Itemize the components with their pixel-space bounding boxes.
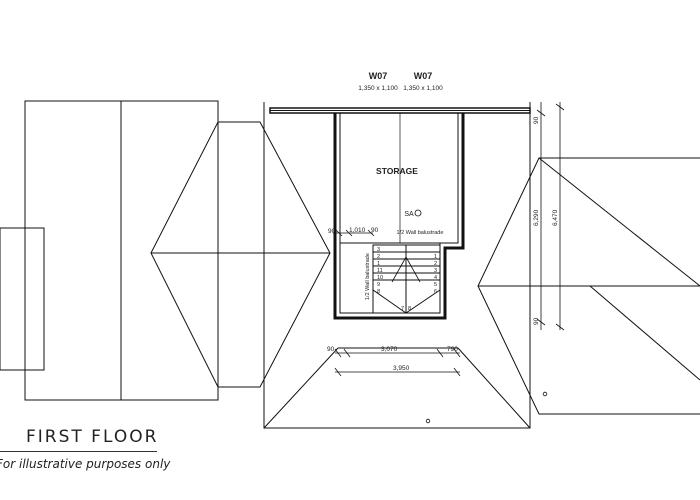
- dim-1010: 1,010: [349, 227, 366, 234]
- floor-title: FIRST FLOOR: [26, 427, 159, 447]
- stair-tread-numbers: 3 2 1 11 10 9 8 1 2 3 4 5 6 7 8: [377, 247, 437, 312]
- downpipe-symbol: [425, 418, 431, 424]
- central-roof-outline: [263, 102, 531, 429]
- dim-right-90-top: 90: [371, 227, 379, 234]
- tread-left-6: 9: [377, 282, 380, 288]
- tread-left-4: 11: [377, 268, 383, 274]
- tread-bottom-1: 7: [401, 306, 404, 312]
- tread-right-3: 3: [434, 268, 437, 274]
- tread-right-4: 4: [434, 275, 437, 281]
- storage-wall-outer: [333, 113, 465, 320]
- hip-line-left: [263, 347, 339, 429]
- hip-roof-right-valley: [538, 157, 700, 287]
- window-code-1: W07: [369, 71, 388, 81]
- dim-left-90-top: 90: [328, 228, 336, 235]
- dim-right-bottom-90: 90: [533, 317, 540, 325]
- stair-direction-arrow: [391, 256, 421, 283]
- half-wall-label-vertical: 1/2 Wall balustrade: [365, 253, 371, 300]
- tread-right-1: 1: [434, 254, 437, 260]
- tread-left-7: 8: [377, 289, 380, 295]
- illustrative-note: For illustrative purposes only: [0, 457, 171, 471]
- stair-winder-left: [372, 289, 407, 314]
- dim-3950: 3,950: [393, 365, 410, 372]
- dim-6290: 6,290: [533, 209, 540, 226]
- stair-treads: [373, 251, 440, 281]
- dimension-lines: [333, 102, 565, 377]
- hip-roof-right-valley-2: [589, 285, 700, 381]
- window-size-2: 1,350 x 1,100: [403, 85, 443, 92]
- dim-bottom-left-90: 90: [327, 346, 335, 353]
- hip-line-right: [457, 347, 531, 429]
- tread-right-6: 6: [434, 289, 437, 295]
- caption-divider: [0, 451, 157, 452]
- tread-left-3: 1: [377, 261, 380, 267]
- tread-bottom-2: 8: [408, 306, 411, 312]
- dim-790: 790: [447, 346, 458, 353]
- dim-3070: 3,070: [381, 346, 398, 353]
- smoke-alarm-symbol: [414, 209, 422, 217]
- dim-right-top-90: 90: [533, 116, 540, 124]
- left-annex-outline: [0, 227, 45, 371]
- downpipe-symbol-right: [542, 391, 548, 397]
- tread-right-2: 2: [434, 261, 437, 267]
- half-wall-label: 1/2 Wall balustrade: [397, 230, 444, 236]
- smoke-alarm-label: SA: [404, 211, 414, 218]
- tread-left-2: 2: [377, 254, 380, 260]
- tread-left-5: 10: [377, 275, 383, 281]
- window-code-2: W07: [414, 71, 433, 81]
- tread-left-1: 3: [377, 247, 380, 253]
- tread-right-5: 5: [434, 282, 437, 288]
- dimension-texts: 90 1,010 90 90 3,070 790 3,950 90 6,290 …: [327, 116, 559, 372]
- dim-6470: 6,470: [552, 209, 559, 226]
- stair-winder-right: [405, 289, 441, 314]
- room-label: STORAGE: [376, 166, 418, 176]
- window-size-1: 1,350 x 1,100: [358, 85, 398, 92]
- hip-roof-left: [150, 121, 331, 388]
